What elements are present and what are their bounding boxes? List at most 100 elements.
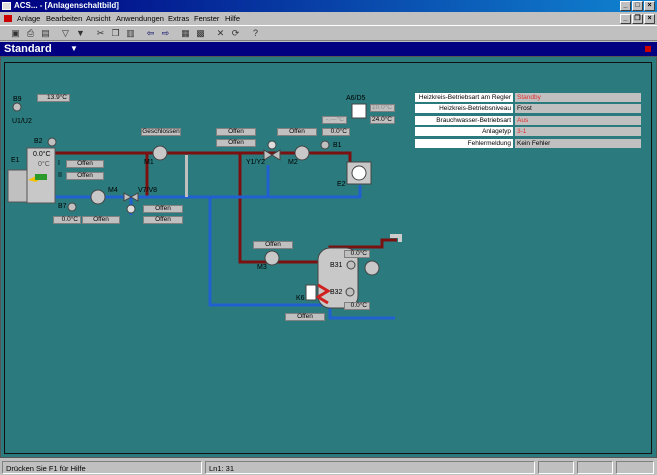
status-key-2: Brauchwasser-Betriebsart <box>415 116 513 125</box>
title-bar: ACS... - [Anlagenschaltbild] _ □ × <box>0 0 657 12</box>
tools-icon[interactable]: ✕ <box>216 28 225 38</box>
cold-pipe-down <box>208 197 322 307</box>
child-restore-button[interactable]: ❐ <box>632 14 643 24</box>
filter-icon[interactable]: ▽ <box>62 28 69 38</box>
refresh-icon[interactable]: ⟳ <box>231 28 240 38</box>
stage2-state: Offen <box>66 172 104 180</box>
sensor-b1-icon <box>320 140 330 150</box>
k6-state: Offen <box>285 313 325 321</box>
minimize-button[interactable]: _ <box>620 1 631 11</box>
b9-value: 13.9°C <box>37 94 70 102</box>
k6-label: K6 <box>296 295 305 302</box>
copy-icon[interactable]: ❐ <box>111 28 120 38</box>
toolbar: ▣ ⎙ ▤ ▽ ▼ ✂ ❐ ▥ ⇦ ⇨ ▦ ▩ ✕ ⟳ ? <box>0 25 657 41</box>
m1-state: Geschlossen <box>141 128 181 136</box>
paste-icon[interactable]: ▥ <box>126 28 135 38</box>
child-minimize-button[interactable]: _ <box>620 14 631 24</box>
status-pane-2 <box>577 461 613 474</box>
radiator-dial-icon <box>351 165 367 181</box>
b31-label: B31 <box>330 262 343 269</box>
pump-m1-icon <box>152 145 168 161</box>
bypass-bar <box>185 155 188 197</box>
b7-label: B7 <box>58 203 67 210</box>
a6-value3: -.---°C <box>322 116 347 124</box>
mid-state2: Offen <box>216 139 256 147</box>
menu-anlage[interactable]: Anlage <box>17 14 41 23</box>
stage2-label: II <box>58 172 62 179</box>
print-icon[interactable]: ⎙ <box>26 28 35 38</box>
v-state2: Offen <box>143 216 183 224</box>
heat-exchanger-coil <box>315 283 331 305</box>
status-line: Ln1: 31 <box>205 461 535 474</box>
m2-state: Offen <box>277 128 317 136</box>
a6-display <box>351 103 367 119</box>
status-value-1: Frost <box>515 104 641 113</box>
sensor-b7-icon <box>67 202 77 212</box>
sensor-b32-icon <box>345 287 355 297</box>
m3-state: Offen <box>253 241 293 249</box>
e1-temp1: 0.0°C <box>33 151 51 158</box>
b32-label: B32 <box>330 289 343 296</box>
print-preview-icon[interactable]: ▤ <box>41 28 50 38</box>
menu-bearbeiten[interactable]: Bearbeiten <box>46 14 83 23</box>
status-value-2: Aus <box>515 116 641 125</box>
status-bar: Drücken Sie F1 für Hilfe Ln1: 31 <box>0 460 657 475</box>
sensor-b9-icon <box>12 102 22 112</box>
b7-value: 0.0°C <box>53 216 81 224</box>
pump-m3-icon <box>264 250 280 266</box>
diagram-frame <box>4 62 652 454</box>
status-key-1: Heizkreis-Betriebsniveau <box>415 104 513 113</box>
view-selector[interactable]: Standard ▼ <box>0 42 657 56</box>
menu-fenster[interactable]: Fenster <box>194 14 220 23</box>
back-arrow-icon[interactable]: ⇦ <box>146 28 155 38</box>
view-name: Standard <box>4 43 52 55</box>
status-help-text: Drücken Sie F1 für Hilfe <box>2 461 202 474</box>
cold-pipe-store <box>328 305 395 320</box>
b2-label: B2 <box>34 138 43 145</box>
window-title: ACS... - [Anlagenschaltbild] <box>14 1 119 10</box>
filter-edit-icon[interactable]: ▼ <box>76 28 85 38</box>
valve-actuator-icon <box>267 140 277 150</box>
b1-value: 0.0°C <box>322 128 350 136</box>
status-pane-3 <box>616 461 654 474</box>
menu-ansicht[interactable]: Ansicht <box>86 14 111 23</box>
menu-hilfe[interactable]: Hilfe <box>225 14 241 23</box>
app-icon <box>2 2 11 10</box>
folder-icon[interactable]: ▦ <box>181 28 190 38</box>
pump-b31-icon <box>364 260 380 276</box>
b32-value: 0.0°C <box>344 302 370 310</box>
forward-arrow-icon[interactable]: ⇨ <box>161 28 170 38</box>
status-value-3: 3-1 <box>515 127 641 136</box>
cut-icon[interactable]: ✂ <box>96 28 105 38</box>
pump-m2-icon <box>294 145 310 161</box>
k6-element <box>305 284 317 301</box>
maximize-button[interactable]: □ <box>632 1 643 11</box>
grid-icon[interactable]: ▩ <box>196 28 205 38</box>
status-key-4: Fehlermeldung <box>415 139 513 148</box>
b7-state: Offen <box>82 216 120 224</box>
y-label: Y1/Y2 <box>246 159 266 166</box>
menu-extras[interactable]: Extras <box>168 14 190 23</box>
status-key-3: Anlagetyp <box>415 127 513 136</box>
m2-label: M2 <box>288 159 298 166</box>
m4-label: M4 <box>108 187 118 194</box>
b9-label: B9 <box>13 96 22 103</box>
chevron-down-icon[interactable]: ▼ <box>70 44 78 53</box>
view-close-icon[interactable] <box>645 46 651 52</box>
help-icon[interactable]: ? <box>252 28 258 38</box>
sensor-b2-icon <box>47 137 57 147</box>
document-icon <box>4 15 12 22</box>
menu-anwendungen[interactable]: Anwendungen <box>116 14 164 23</box>
save-icon[interactable]: ▣ <box>11 28 20 38</box>
v-state1: Offen <box>143 205 183 213</box>
a6-label: A6/D5 <box>346 95 366 102</box>
sensor-b31-icon <box>346 260 356 270</box>
child-close-button[interactable]: × <box>644 14 655 24</box>
b1-label: B1 <box>333 142 342 149</box>
a6-value2: 24.0°C <box>370 116 395 124</box>
status-key-0: Heizkreis-Betriebsart am Regler <box>415 93 513 102</box>
m3-label: M3 <box>257 264 267 271</box>
menu-bar: Anlage Bearbeiten Ansicht Anwendungen Ex… <box>0 12 657 25</box>
close-button[interactable]: × <box>644 1 655 11</box>
